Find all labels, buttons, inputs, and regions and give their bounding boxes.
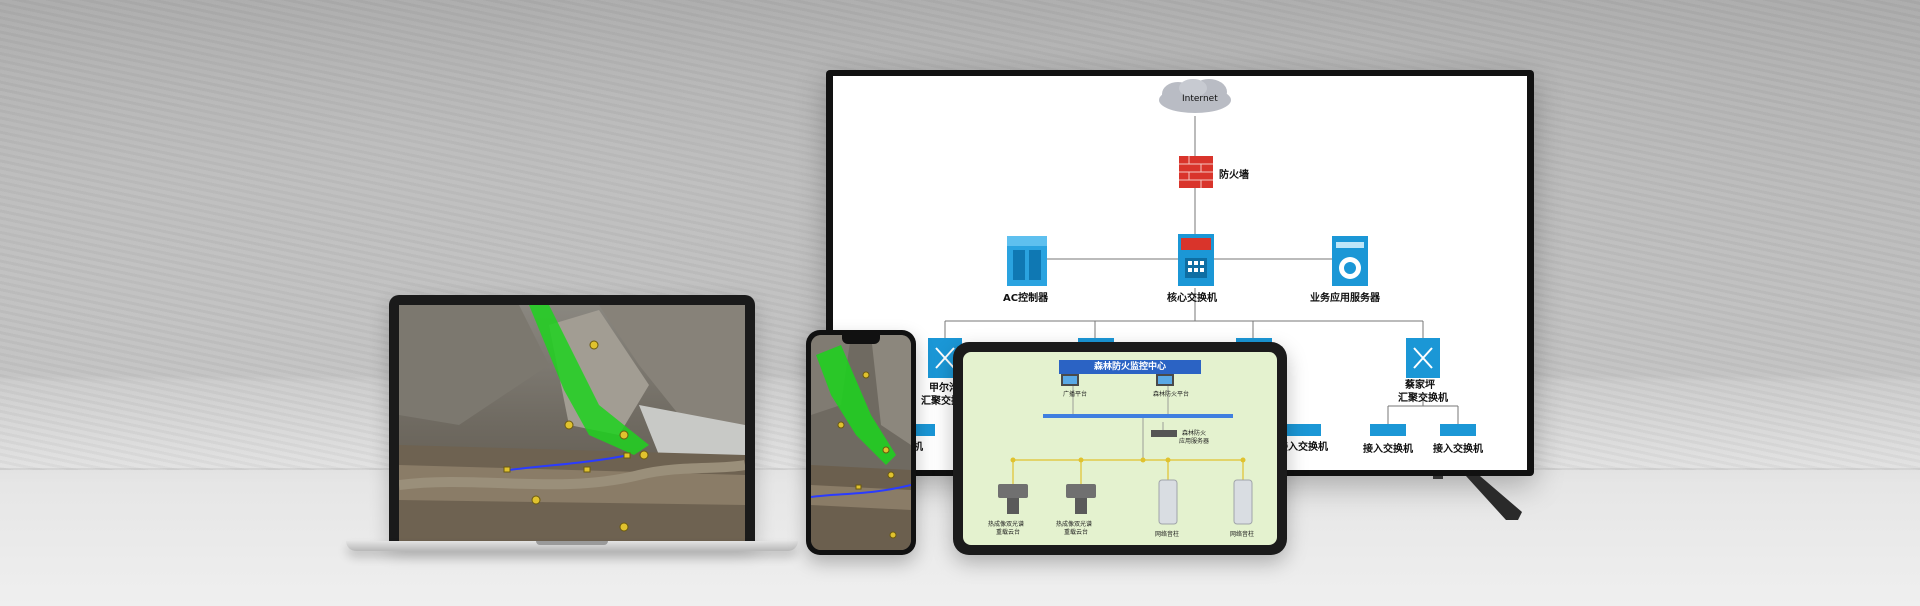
access-switch-label: 接入交换机: [1363, 444, 1413, 455]
access-switch-partial-icon: [911, 424, 935, 436]
access-switch-partial-label: 机: [913, 442, 923, 453]
app-server-label-2: 应用服务器: [1179, 438, 1210, 445]
internet-label: Internet: [1182, 94, 1218, 104]
phone-notch: [842, 335, 880, 344]
tv-stand: [1466, 476, 1522, 520]
camera-marker-icon: [503, 340, 649, 532]
ac-controller-label: AC控制器: [1003, 293, 1049, 304]
access-switch-label-3: 接入交换机: [1278, 442, 1328, 453]
broadcast-platform-label: 广播平台: [1063, 391, 1088, 398]
fire-zone-highlight: [529, 305, 649, 455]
smartphone: [806, 330, 916, 555]
laptop-base: [346, 541, 798, 551]
phone-patrol-route: [811, 484, 911, 498]
phone-satellite-map: [811, 335, 911, 550]
agg-switch-right-label-2: 汇聚交换机: [1398, 393, 1448, 404]
firewall-label: 防火墙: [1219, 170, 1249, 181]
laptop-notch: [536, 541, 608, 545]
phone-fire-zone: [816, 345, 896, 465]
tablet-screen: 森林防火监控中心: [963, 352, 1277, 545]
app-server-label-1: 森林防火: [1182, 430, 1207, 437]
access-switch-label-2: 接入交换机: [1433, 444, 1483, 455]
app-server-icon: [1332, 236, 1368, 286]
thermal-camera-icon: [998, 484, 1096, 514]
speaker-column-icon: [1158, 479, 1253, 525]
camera-label-1-line2: 重载云台: [996, 529, 1021, 536]
camera-label-2: 热成像双光谱: [1056, 521, 1093, 528]
tv-indicator-light: [1433, 476, 1443, 479]
agg-switch-right-label: 蔡家坪: [1405, 380, 1435, 391]
speaker-label-1: 网络音柱: [1155, 531, 1180, 538]
patrol-route: [508, 454, 630, 471]
app-server-label: 业务应用服务器: [1310, 293, 1380, 304]
laptop: [389, 295, 755, 543]
speaker-label-2: 网络音柱: [1230, 531, 1255, 538]
satellite-map-view: [399, 305, 745, 541]
tablet-title: 森林防火监控中心: [1059, 360, 1201, 374]
laptop-screen: [399, 305, 745, 541]
server-storage-icon: [1151, 430, 1177, 437]
phone-camera-marker-icon: [837, 371, 897, 539]
camera-label-1: 热成像双光谱: [988, 521, 1025, 528]
network-bus: [1043, 414, 1233, 418]
agg-switch-left-label-2: 汇聚交换机: [921, 396, 971, 407]
tablet: 森林防火监控中心: [953, 342, 1287, 555]
network-topology-diagram: [911, 79, 1476, 436]
junction-node-icon: [1010, 457, 1246, 463]
firewall-icon: [1179, 156, 1213, 188]
internet-cloud-icon: [1159, 79, 1231, 113]
camera-label-2-line2: 重载云台: [1064, 529, 1089, 536]
core-switch-icon: [1178, 234, 1214, 286]
monitoring-center-diagram: [998, 374, 1253, 525]
fire-platform-label: 森林防火平台: [1153, 391, 1190, 398]
ac-controller-icon: [1007, 236, 1047, 286]
workstation-icon: [1061, 374, 1174, 386]
phone-screen: [811, 335, 911, 550]
core-switch-label: 核心交换机: [1167, 293, 1217, 304]
agg-switch-left-label: 甲尔沟: [929, 383, 959, 394]
